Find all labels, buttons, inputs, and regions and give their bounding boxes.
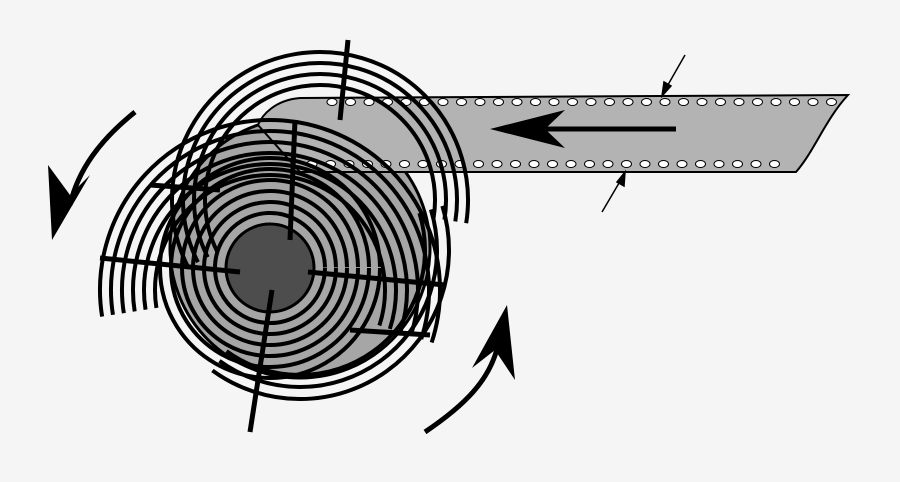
perforation: [695, 160, 706, 168]
perforation: [770, 98, 782, 106]
perforation: [565, 160, 577, 168]
perforation: [678, 98, 689, 106]
perforation: [547, 160, 558, 168]
perforation: [474, 98, 486, 106]
perforation: [326, 98, 338, 106]
perforation: [604, 98, 615, 106]
rotation-arrow-top-left-icon: [48, 110, 137, 240]
spiral-ring: [131, 151, 409, 333]
spiral-ring: [218, 208, 439, 389]
perforation: [585, 98, 597, 106]
perforation: [584, 160, 595, 168]
perforation: [622, 98, 634, 106]
perforation: [399, 160, 410, 168]
perforation: [437, 98, 449, 106]
perforation: [602, 160, 614, 168]
perforation: [732, 160, 743, 168]
reel-spokes: [99, 39, 446, 433]
rotation-arrow-bottom-right-icon: [423, 305, 515, 435]
perforation: [807, 98, 819, 106]
perforation: [659, 98, 671, 106]
film-strip: [256, 93, 851, 173]
perforation: [493, 98, 504, 106]
perforation: [530, 98, 541, 106]
perforation: [676, 160, 688, 168]
perforation: [621, 160, 632, 168]
perforation: [473, 160, 484, 168]
perforation: [733, 98, 745, 106]
spiral-ring: [170, 50, 470, 269]
perforation: [658, 160, 669, 168]
spiral-ring: [153, 173, 387, 327]
perforation: [456, 98, 467, 106]
film-perforations: [306, 98, 837, 168]
perforation: [345, 98, 356, 106]
perforation: [641, 98, 652, 106]
perforation: [789, 98, 800, 106]
direction-arrow-left-icon: [490, 110, 676, 148]
spiral-ring: [169, 167, 371, 369]
spiral-ring: [158, 155, 382, 380]
perforation: [511, 98, 523, 106]
perforation: [363, 98, 375, 106]
perforation: [696, 98, 708, 106]
perforation: [750, 160, 762, 168]
perforation: [826, 98, 837, 106]
perforation: [491, 160, 503, 168]
perforation: [752, 98, 763, 106]
spiral-ring: [142, 162, 398, 330]
perforation: [528, 160, 540, 168]
spiral-ring: [120, 140, 420, 337]
spiral-ring: [225, 212, 427, 377]
perforation: [510, 160, 521, 168]
perforation: [769, 160, 780, 168]
perforation: [713, 160, 725, 168]
perforation: [639, 160, 651, 168]
spiral-ring: [98, 118, 442, 344]
perforation: [548, 98, 560, 106]
perforation: [715, 98, 726, 106]
spiral-ring: [211, 205, 451, 401]
thickness-marker-arrows-icon: [601, 54, 686, 213]
perforation: [567, 98, 578, 106]
